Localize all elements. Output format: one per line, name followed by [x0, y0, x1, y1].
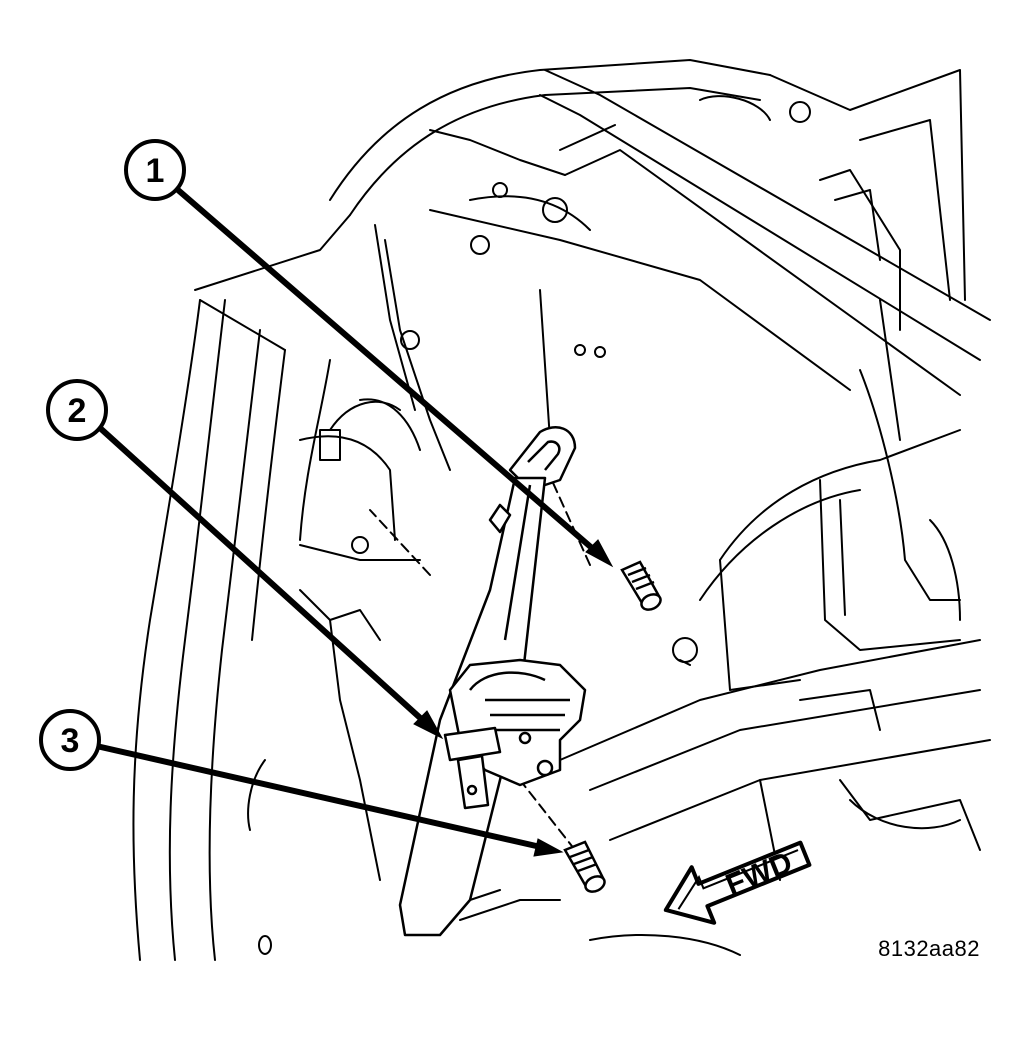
callout-3: 3: [39, 709, 101, 771]
lower-mounting-bolt: [563, 840, 606, 893]
anchor-tab: [443, 726, 502, 762]
seat-belt-assembly: [398, 426, 587, 937]
leader-line-1: [176, 187, 602, 558]
fwd-label: FWD: [721, 846, 797, 902]
callout-number-3: 3: [61, 722, 80, 760]
callout-number-2: 2: [68, 392, 87, 430]
forward-direction-arrow: FWD: [663, 840, 812, 925]
callout-circle: [124, 139, 186, 201]
callout-circle: [46, 379, 108, 441]
callout-leaders: [91, 187, 614, 857]
callout-2: 2: [46, 379, 108, 441]
leader-line-2: [97, 425, 431, 728]
belt-guide-loop: [508, 426, 577, 492]
vehicle-body-linework: [132, 59, 991, 961]
figure-id-label: 8132aa82: [878, 936, 980, 961]
callout-1: 1: [124, 139, 186, 201]
leader-line-3: [91, 742, 546, 851]
upper-mounting-bolt: [620, 560, 662, 611]
callout-circle: [39, 709, 101, 771]
fasteners: [563, 560, 662, 893]
arrow-left-icon: [663, 840, 812, 925]
callout-number-1: 1: [146, 152, 165, 190]
